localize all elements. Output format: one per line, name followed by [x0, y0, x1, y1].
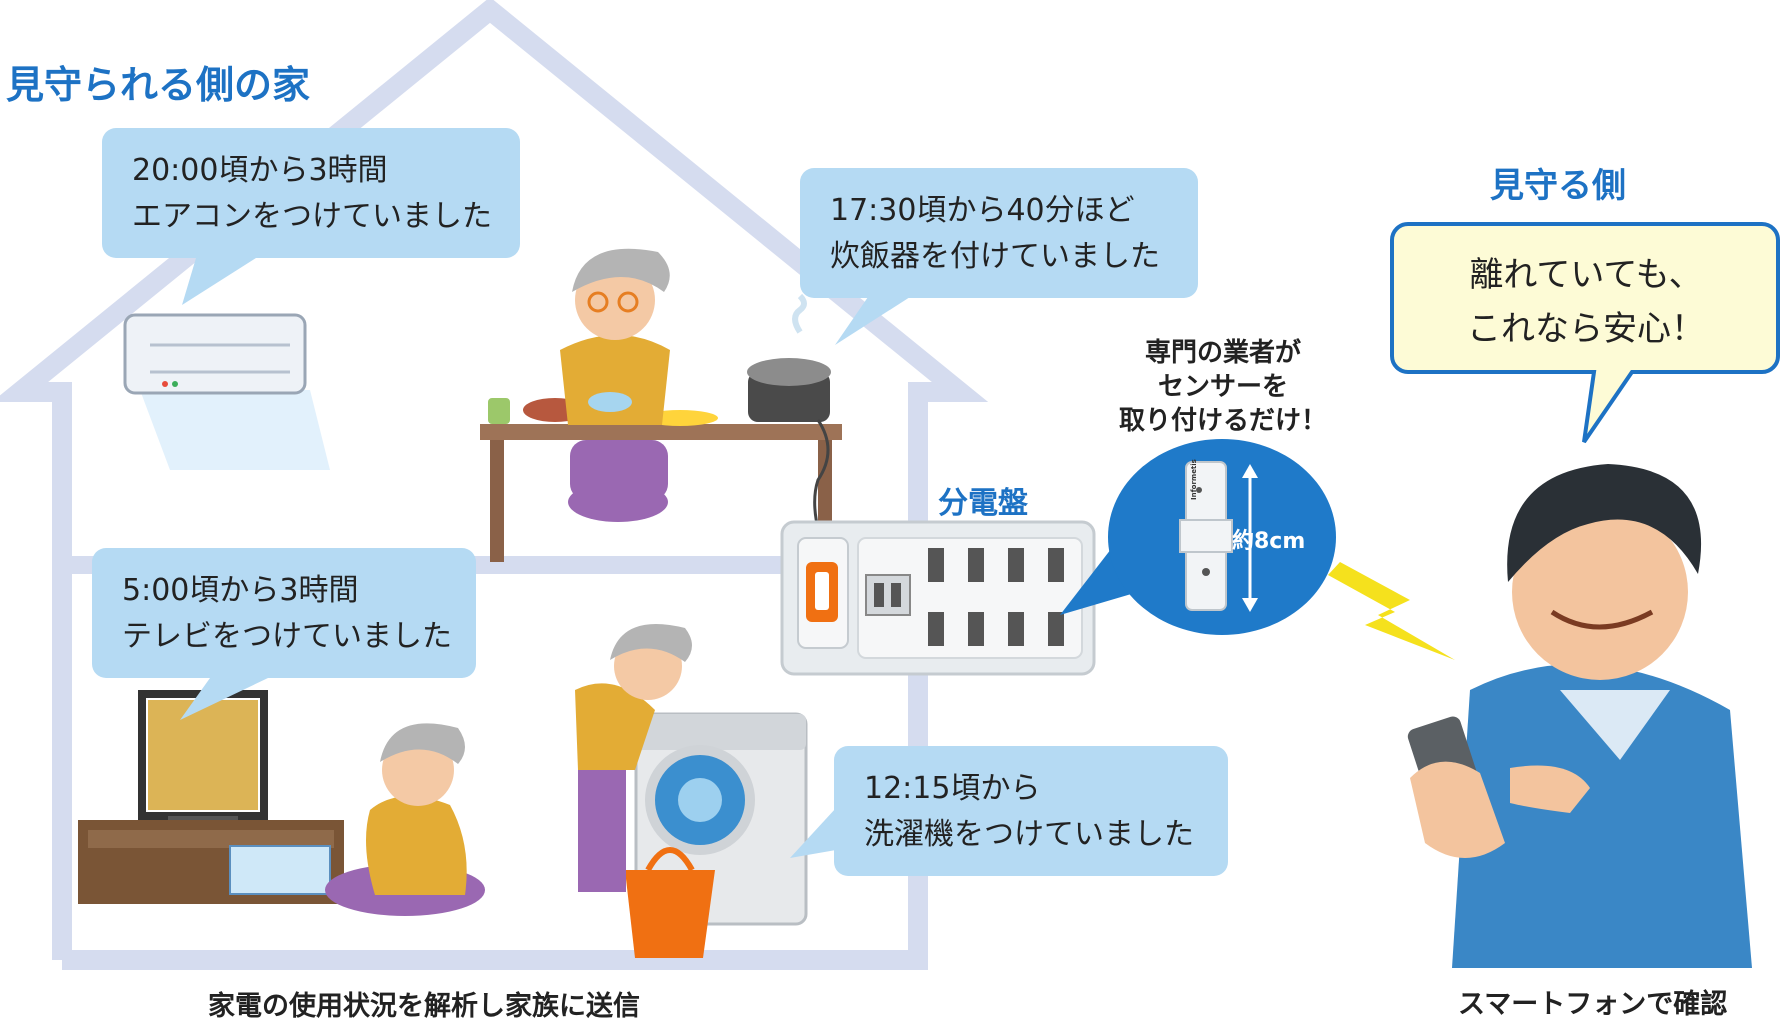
- aircon-bubble-line2: エアコンをつけていました: [132, 199, 492, 234]
- sensor-brand: Informetis: [1190, 459, 1198, 500]
- rice-cooker-icon: [747, 293, 831, 561]
- bubble-tails: [180, 258, 910, 858]
- grandma-eating-figure: [560, 248, 670, 522]
- tv-cabinet: [78, 820, 344, 904]
- watcher-speech-shape: [1390, 222, 1780, 444]
- washer-bubble-line1: 12:15頃から: [864, 771, 1041, 806]
- tv-bubble-line2: テレビをつけていました: [122, 619, 452, 654]
- watcher-speech: 離れていても、 これなら安心！: [1394, 248, 1778, 356]
- rice-cooker-bubble-line1: 17:30頃から40分ほど: [830, 193, 1135, 228]
- sensor-callout: [1060, 439, 1336, 635]
- laundry-bag: [625, 847, 715, 958]
- sensor-size-label: 約8cm: [1232, 529, 1306, 554]
- sensor-note-line1: 専門の業者が: [1144, 338, 1301, 368]
- tv-icon: [138, 690, 268, 824]
- grandma-watching-tv-figure: [325, 723, 485, 916]
- sensor-note-line3: 取り付けるだけ！: [1118, 406, 1327, 436]
- watcher-title: 見守る側: [1490, 166, 1626, 206]
- watcher-caption: スマートフォンで確認: [1458, 989, 1728, 1020]
- tv-usage-bubble: 5:00頃から3時間 テレビをつけていました: [92, 548, 476, 678]
- grandma-laundry-figure: [575, 624, 692, 892]
- sensor-installation-note: 専門の業者が センサーを 取り付けるだけ！: [1098, 336, 1348, 438]
- air-conditioner-icon: [123, 313, 330, 470]
- watcher-speech-line1: 離れていても、: [1469, 255, 1703, 295]
- panel-breakers: [928, 548, 1064, 646]
- washer-usage-bubble: 12:15頃から 洗濯機をつけていました: [834, 746, 1228, 876]
- wireless-signal-icon: [1328, 562, 1455, 660]
- aircon-bubble-line1: 20:00頃から3時間: [132, 153, 388, 188]
- house-caption: 家電の使用状況を解析し家族に送信: [208, 991, 640, 1022]
- distribution-panel-icon: [780, 520, 1096, 676]
- man-with-smartphone-figure: [1407, 464, 1752, 968]
- rice-cooker-bubble-line2: 炊飯器を付けていました: [830, 239, 1160, 274]
- rice-cooker-usage-bubble: 17:30頃から40分ほど 炊飯器を付けていました: [800, 168, 1198, 298]
- washer-bubble-line2: 洗濯機をつけていました: [864, 817, 1194, 852]
- sensor-note-line2: センサーを: [1157, 372, 1288, 402]
- panel-label: 分電盤: [938, 486, 1028, 521]
- house-title: 見守られる側の家: [6, 63, 311, 107]
- tv-bubble-line1: 5:00頃から3時間: [122, 573, 359, 608]
- watcher-speech-line2: これなら安心！: [1467, 309, 1705, 349]
- aircon-usage-bubble: 20:00頃から3時間 エアコンをつけていました: [102, 128, 520, 258]
